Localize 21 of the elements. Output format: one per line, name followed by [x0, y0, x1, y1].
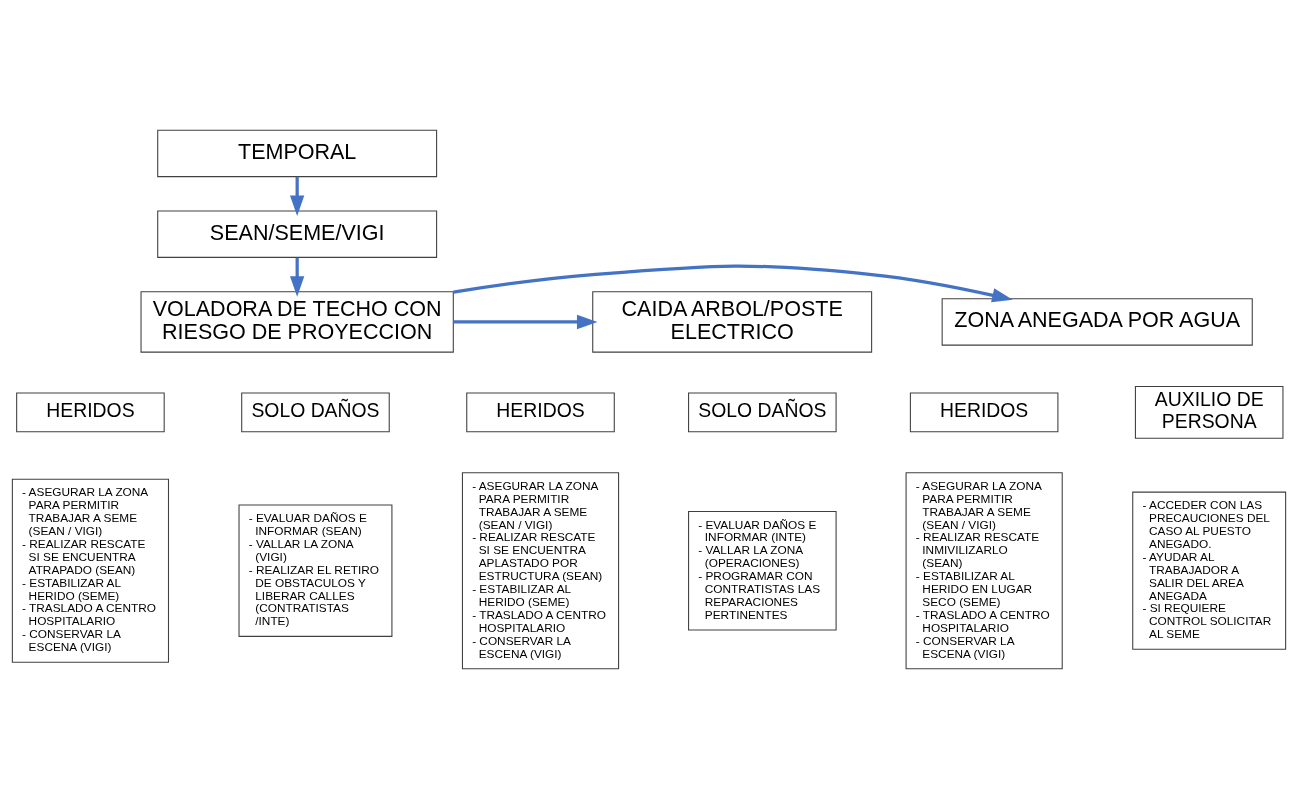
arrow — [290, 257, 305, 297]
node-box: SEAN/SEME/VIGI — [157, 210, 438, 258]
node-box: - ASEGURAR LA ZONA PARA PERMITIR TRABAJAR A SEME (SEAN / VIGI) - REALIZAR RESCATE INMIVILIZARLO (SEAN) - ESTABILIZAR AL HERIDO EN LUGAR SECO (SEME) - TRASLADO A CENTRO HOSPITALARIO - CONSERVAR LA ESCENA (VIGI) — [905, 472, 1063, 670]
node-box: HERIDOS — [909, 392, 1059, 433]
node-box: ZONA ANEGADA POR AGUA — [941, 298, 1253, 346]
node-box: - ASEGURAR LA ZONA PARA PERMITIR TRABAJAR A SEME (SEAN / VIGI) - REALIZAR RESCATE SI SE ENCUENTRA ATRAPADO (SEAN) - ESTABILIZAR AL HERIDO (SEME) - TRASLADO A CENTRO HOSPITALARIO - CONSERVAR LA ESCENA (VIGI) — [11, 478, 170, 663]
node-box: VOLADORA DE TECHO CON RIESGO DE PROYECCION — [140, 291, 454, 353]
node-box: SOLO DAÑOS — [688, 392, 837, 433]
arrow — [453, 314, 598, 330]
node-box: - EVALUAR DAÑOS E INFORMAR (SEAN) - VALLAR LA ZONA (VIGI) - REALIZAR EL RETIRO DE OBSTACULOS Y LIBERAR CALLES (CONTRATISTAS /INTE) — [238, 504, 393, 637]
arrow — [290, 176, 305, 216]
node-box: CAIDA ARBOL/POSTE ELECTRICO — [592, 291, 873, 353]
node-box: - ACCEDER CON LAS PRECAUCIONES DEL CASO AL PUESTO ANEGADO. - AYUDAR AL TRABAJADOR A SALIR DEL AREA ANEGADA - SI REQUIERE CONTROL SOLICITAR AL SEME — [1132, 491, 1287, 650]
node-box: - ASEGURAR LA ZONA PARA PERMITIR TRABAJAR A SEME (SEAN / VIGI) - REALIZAR RESCATE SI SE ENCUENTRA APLASTADO POR ESTRUCTURA (SEAN) - ESTABILIZAR AL HERIDO (SEME) - TRASLADO A CENTRO HOSPITALARIO - CONSERVAR LA ESCENA (VIGI) — [461, 472, 620, 670]
node-box: TEMPORAL — [157, 129, 438, 178]
node-box: HERIDOS — [16, 392, 165, 433]
node-box: - EVALUAR DAÑOS E INFORMAR (INTE) - VALLAR LA ZONA (OPERACIONES) - PROGRAMAR CON CONTRATISTAS LAS REPARACIONES PERTINENTES — [688, 510, 837, 631]
node-box: SOLO DAÑOS — [241, 392, 390, 433]
node-box: HERIDOS — [466, 392, 615, 433]
node-box: AUXILIO DE PERSONA — [1134, 386, 1284, 439]
arrow — [453, 264, 1013, 303]
